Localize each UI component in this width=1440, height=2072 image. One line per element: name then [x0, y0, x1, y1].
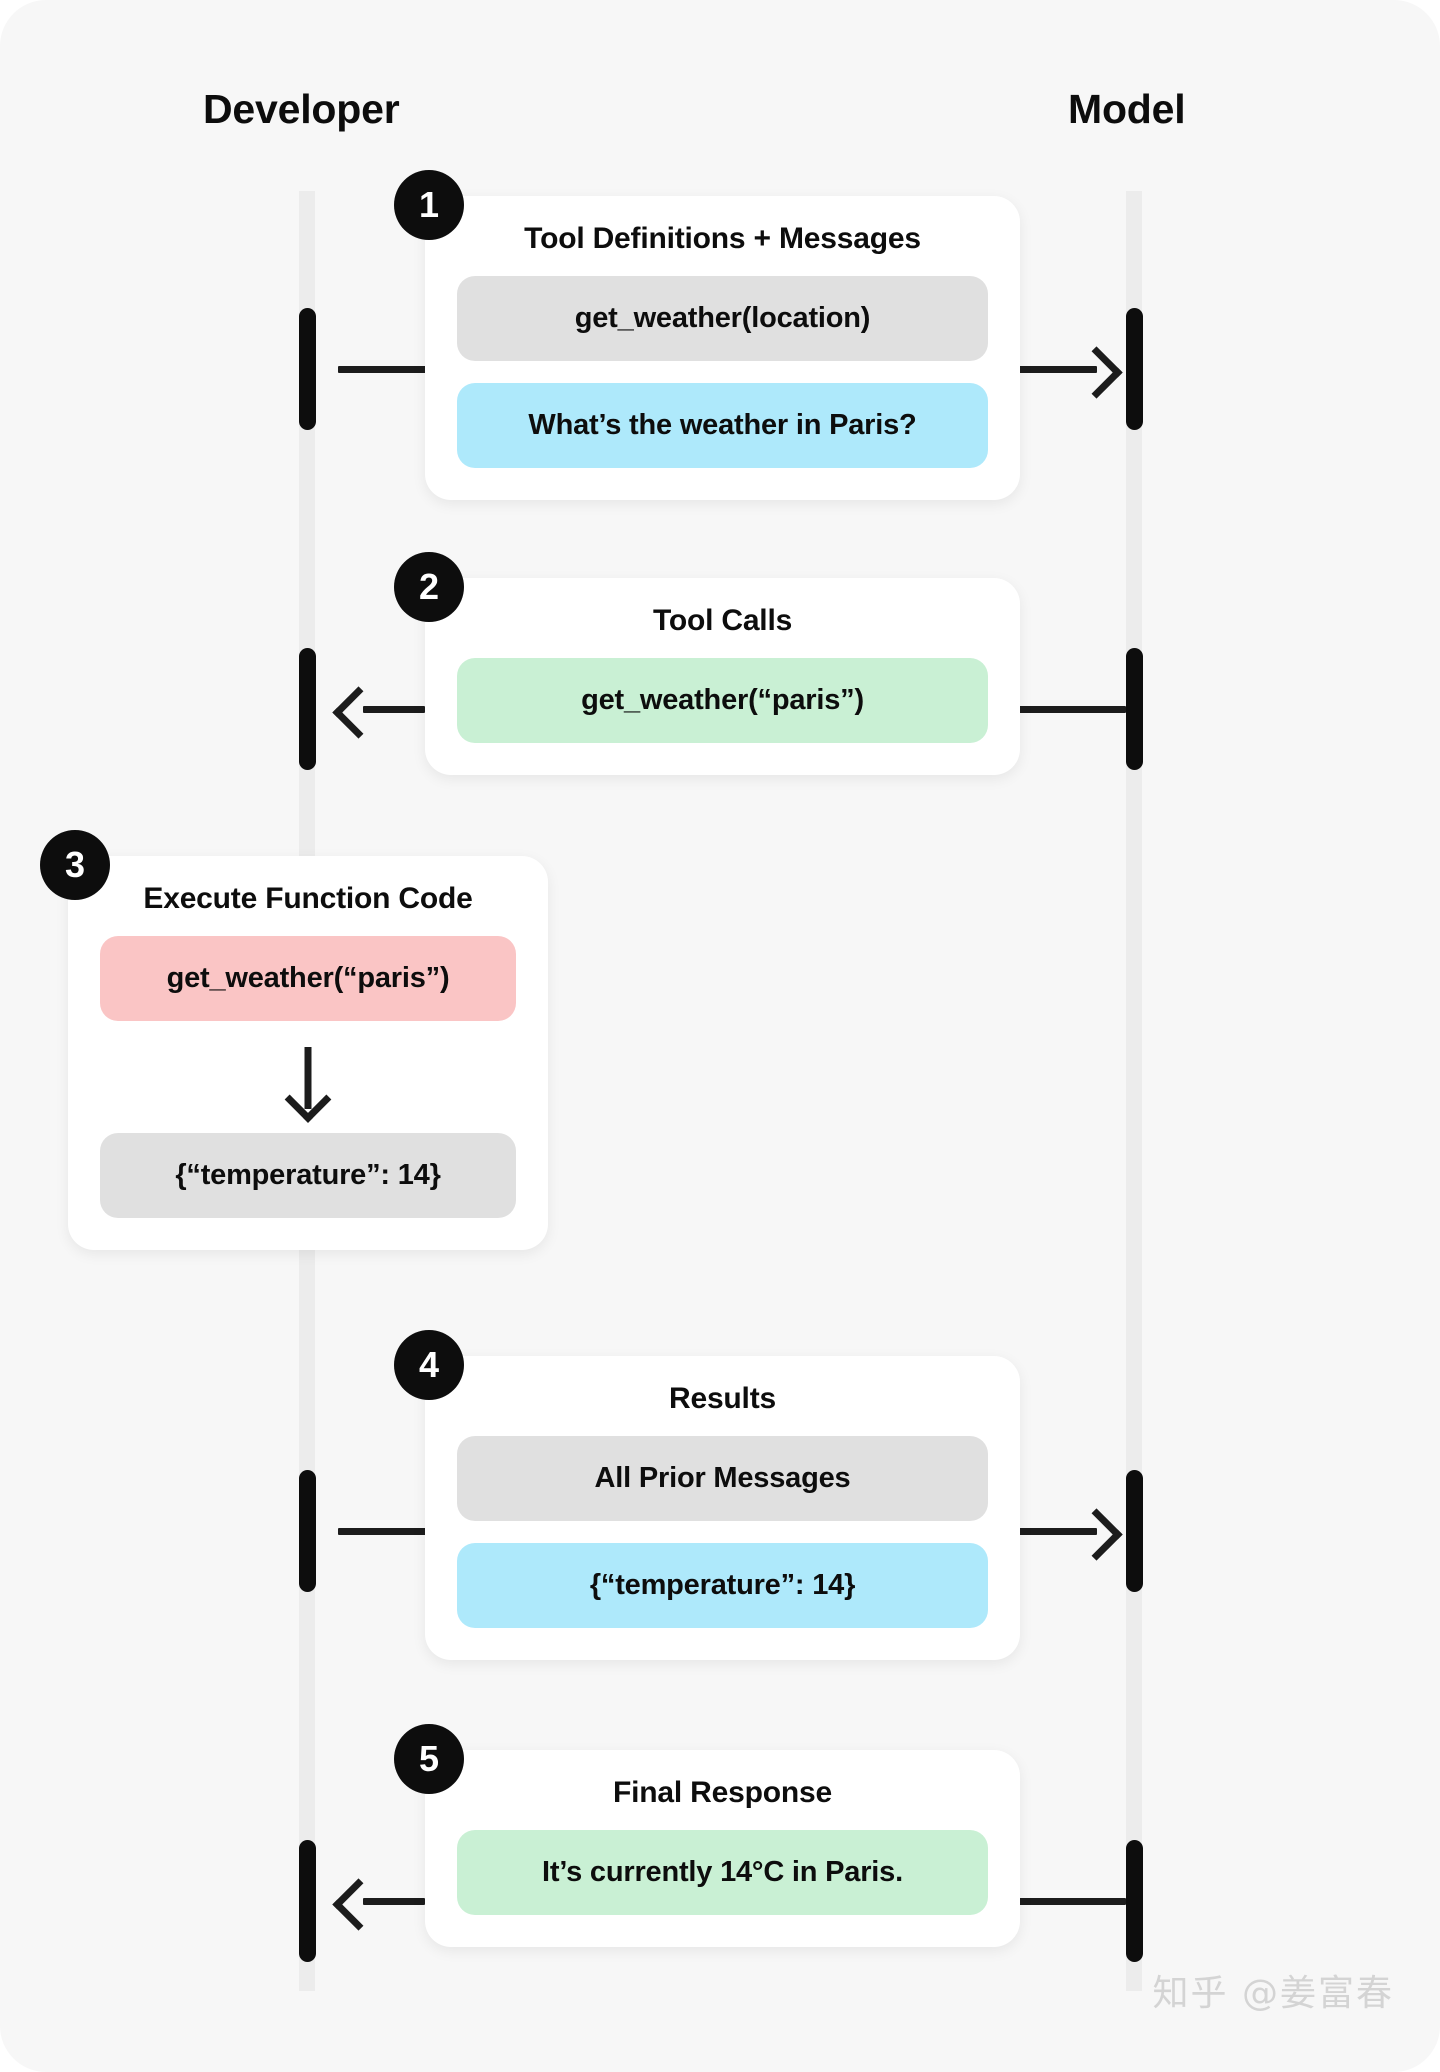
step-card-1-chip-tool-definition: get_weather(location)	[457, 276, 988, 361]
connector-line-step5-left	[363, 1898, 425, 1905]
activation-bar-developer-step4	[299, 1470, 316, 1592]
step-badge-5: 5	[394, 1724, 464, 1794]
step-card-3-chip-function-result: {“temperature”: 14}	[100, 1133, 516, 1218]
step-card-3-chip-function-invocation: get_weather(“paris”)	[100, 936, 516, 1021]
connector-line-step1-left	[338, 366, 428, 373]
step-badge-2: 2	[394, 552, 464, 622]
activation-bar-developer-step5	[299, 1840, 316, 1962]
activation-bar-model-step5	[1126, 1840, 1143, 1962]
activation-bar-developer-step2	[299, 648, 316, 770]
activation-bar-developer-step1	[299, 308, 316, 430]
step-card-4-chip-tool-result: {“temperature”: 14}	[457, 1543, 988, 1628]
actor-label-developer: Developer	[203, 86, 400, 132]
step-card-5-title: Final Response	[613, 1776, 832, 1809]
connector-line-step1-right	[1019, 366, 1097, 373]
arrow-right-icon-step1	[1070, 346, 1123, 399]
actor-label-model: Model	[1068, 86, 1186, 132]
watermark-zhihu: 知乎 @姜富春	[1152, 1973, 1394, 2014]
step-badge-1: 1	[394, 170, 464, 240]
step-card-1[interactable]: Tool Definitions + Messages get_weather(…	[425, 196, 1020, 500]
activation-bar-model-step4	[1126, 1470, 1143, 1592]
step-card-1-title: Tool Definitions + Messages	[524, 222, 921, 255]
arrow-down-icon-step3	[100, 1043, 516, 1129]
step-card-4[interactable]: Results All Prior Messages {“temperature…	[425, 1356, 1020, 1660]
step-card-4-title: Results	[669, 1382, 776, 1415]
step-card-2-title: Tool Calls	[652, 604, 793, 637]
step-badge-3: 3	[40, 830, 110, 900]
arrow-left-icon-step2	[332, 686, 385, 739]
step-card-5-chip-final-answer: It’s currently 14°C in Paris.	[457, 1830, 988, 1915]
step-card-4-chip-prior-messages: All Prior Messages	[457, 1436, 988, 1521]
connector-line-step4-right	[1019, 1528, 1097, 1535]
step-card-2[interactable]: Tool Calls get_weather(“paris”)	[425, 578, 1020, 775]
connector-line-step4-left	[338, 1528, 428, 1535]
step-badge-4: 4	[394, 1330, 464, 1400]
connector-line-step2-left	[363, 706, 425, 713]
activation-bar-model-step1	[1126, 308, 1143, 430]
step-card-3[interactable]: Execute Function Code get_weather(“paris…	[68, 856, 548, 1250]
lifeline-model	[1126, 191, 1142, 1991]
activation-bar-model-step2	[1126, 648, 1143, 770]
step-card-3-title: Execute Function Code	[143, 882, 473, 915]
step-card-1-chip-user-message: What’s the weather in Paris?	[457, 383, 988, 468]
step-card-2-chip-tool-call: get_weather(“paris”)	[457, 658, 988, 743]
arrow-left-icon-step5	[332, 1878, 385, 1931]
connector-line-step5-right	[1019, 1898, 1126, 1905]
arrow-right-icon-step4	[1070, 1508, 1123, 1561]
step-card-5[interactable]: Final Response It’s currently 14°C in Pa…	[425, 1750, 1020, 1947]
connector-line-step2-right	[1019, 706, 1126, 713]
